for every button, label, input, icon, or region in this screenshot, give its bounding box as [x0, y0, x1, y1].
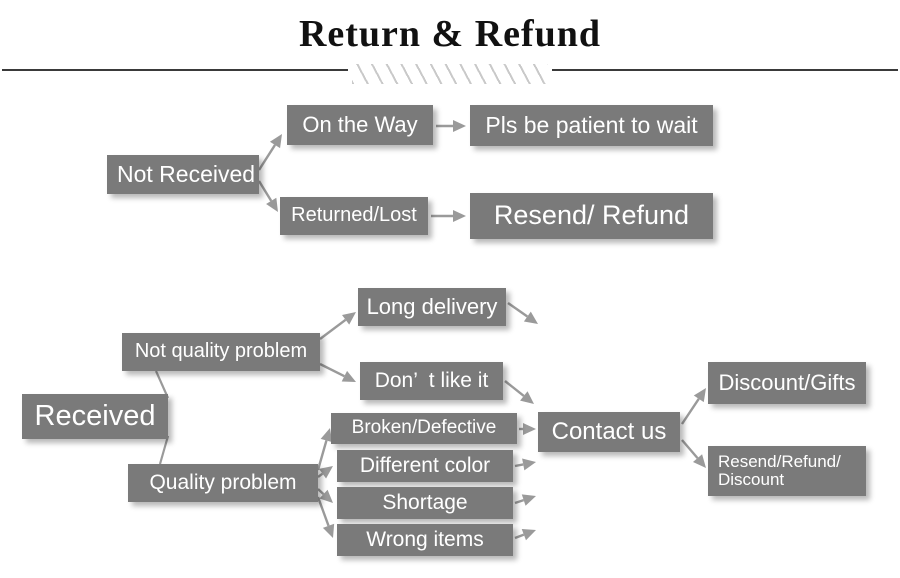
flow-node-label: Quality problem — [149, 470, 297, 494]
connector-not-quality-to-long-delivery — [319, 312, 356, 340]
flow-node-shortage: Shortage — [337, 487, 513, 519]
flow-node-label: Long delivery — [366, 294, 498, 320]
title-divider — [0, 64, 900, 86]
connector-not-received-to-on-the-way — [257, 134, 282, 171]
connector-returned-lost-to-resend-refund — [431, 210, 466, 222]
connector-different-color-to-contact-us — [514, 458, 536, 471]
flow-node-wrong-items: Wrong items — [337, 524, 513, 556]
flow-node-label: Discount/Gifts — [718, 370, 856, 396]
connector-on-the-way-to-pls-be-patient — [436, 120, 466, 132]
page-title: Return & Refund — [298, 13, 602, 55]
flow-node-resend-refund-disc: Resend/Refund/ Discount — [708, 446, 866, 496]
flow-node-label: Not Received — [117, 161, 256, 188]
flow-node-broken-defective: Broken/Defective — [331, 413, 517, 444]
flow-node-label: Resend/Refund/ Discount — [718, 451, 841, 489]
connector-quality-to-wrong-items — [316, 496, 335, 538]
flow-node-received: Received — [22, 394, 168, 439]
flow-node-label: Shortage — [382, 490, 468, 514]
divider-line-left — [2, 69, 348, 71]
flow-node-label: Returned/Lost — [291, 204, 417, 227]
flow-node-contact-us: Contact us — [538, 412, 680, 452]
flow-node-dont-like-it: Don’ t like it — [360, 362, 503, 400]
flow-node-discount-gifts: Discount/Gifts — [708, 362, 866, 404]
flow-node-label: Contact us — [551, 418, 667, 446]
connector-not-received-to-returned-lost — [257, 180, 278, 212]
flow-node-label: Broken/Defective — [351, 417, 497, 439]
flow-node-label: Not quality problem — [134, 340, 308, 363]
divider-line-right — [552, 69, 898, 71]
connector-not-quality-to-dont-like-it — [319, 362, 356, 382]
flow-node-label: Don’ t like it — [374, 368, 489, 392]
connector-received-to-quality — [158, 435, 170, 465]
flow-node-resend-refund: Resend/ Refund — [470, 193, 713, 239]
connector-wrong-items-to-contact-us — [514, 529, 536, 541]
flow-node-label: Resend/ Refund — [493, 200, 690, 231]
connector-broken-defective-to-contact-us — [519, 423, 536, 435]
connector-quality-to-shortage — [317, 488, 333, 503]
flow-node-returned-lost: Returned/Lost — [280, 197, 428, 235]
connector-received-to-not-quality — [154, 370, 170, 399]
connector-long-delivery-to-contact-us — [507, 302, 538, 324]
flow-node-pls-be-patient: Pls be patient to wait — [470, 105, 713, 146]
divider-hatch-ornament — [352, 64, 548, 84]
flow-node-on-the-way: On the Way — [287, 105, 433, 145]
connector-shortage-to-contact-us — [514, 494, 536, 506]
flow-node-different-color: Different color — [337, 450, 513, 482]
connector-contact-us-to-resend-refund-disc — [681, 439, 706, 468]
flow-node-not-received: Not Received — [107, 155, 259, 194]
flow-node-label: Pls be patient to wait — [485, 112, 698, 139]
connector-quality-to-broken-defective — [316, 428, 333, 471]
flow-node-label: Received — [34, 399, 156, 432]
connector-quality-to-different-color — [317, 466, 333, 479]
flow-node-quality: Quality problem — [128, 464, 318, 502]
flow-node-label: Wrong items — [366, 527, 484, 551]
flow-node-label: Different color — [359, 453, 491, 477]
flow-node-label: On the Way — [302, 112, 418, 138]
flow-node-long-delivery: Long delivery — [358, 288, 506, 326]
connector-dont-like-it-to-contact-us — [504, 380, 534, 404]
flow-node-not-quality: Not quality problem — [122, 333, 320, 371]
connector-contact-us-to-discount-gifts — [681, 388, 706, 425]
